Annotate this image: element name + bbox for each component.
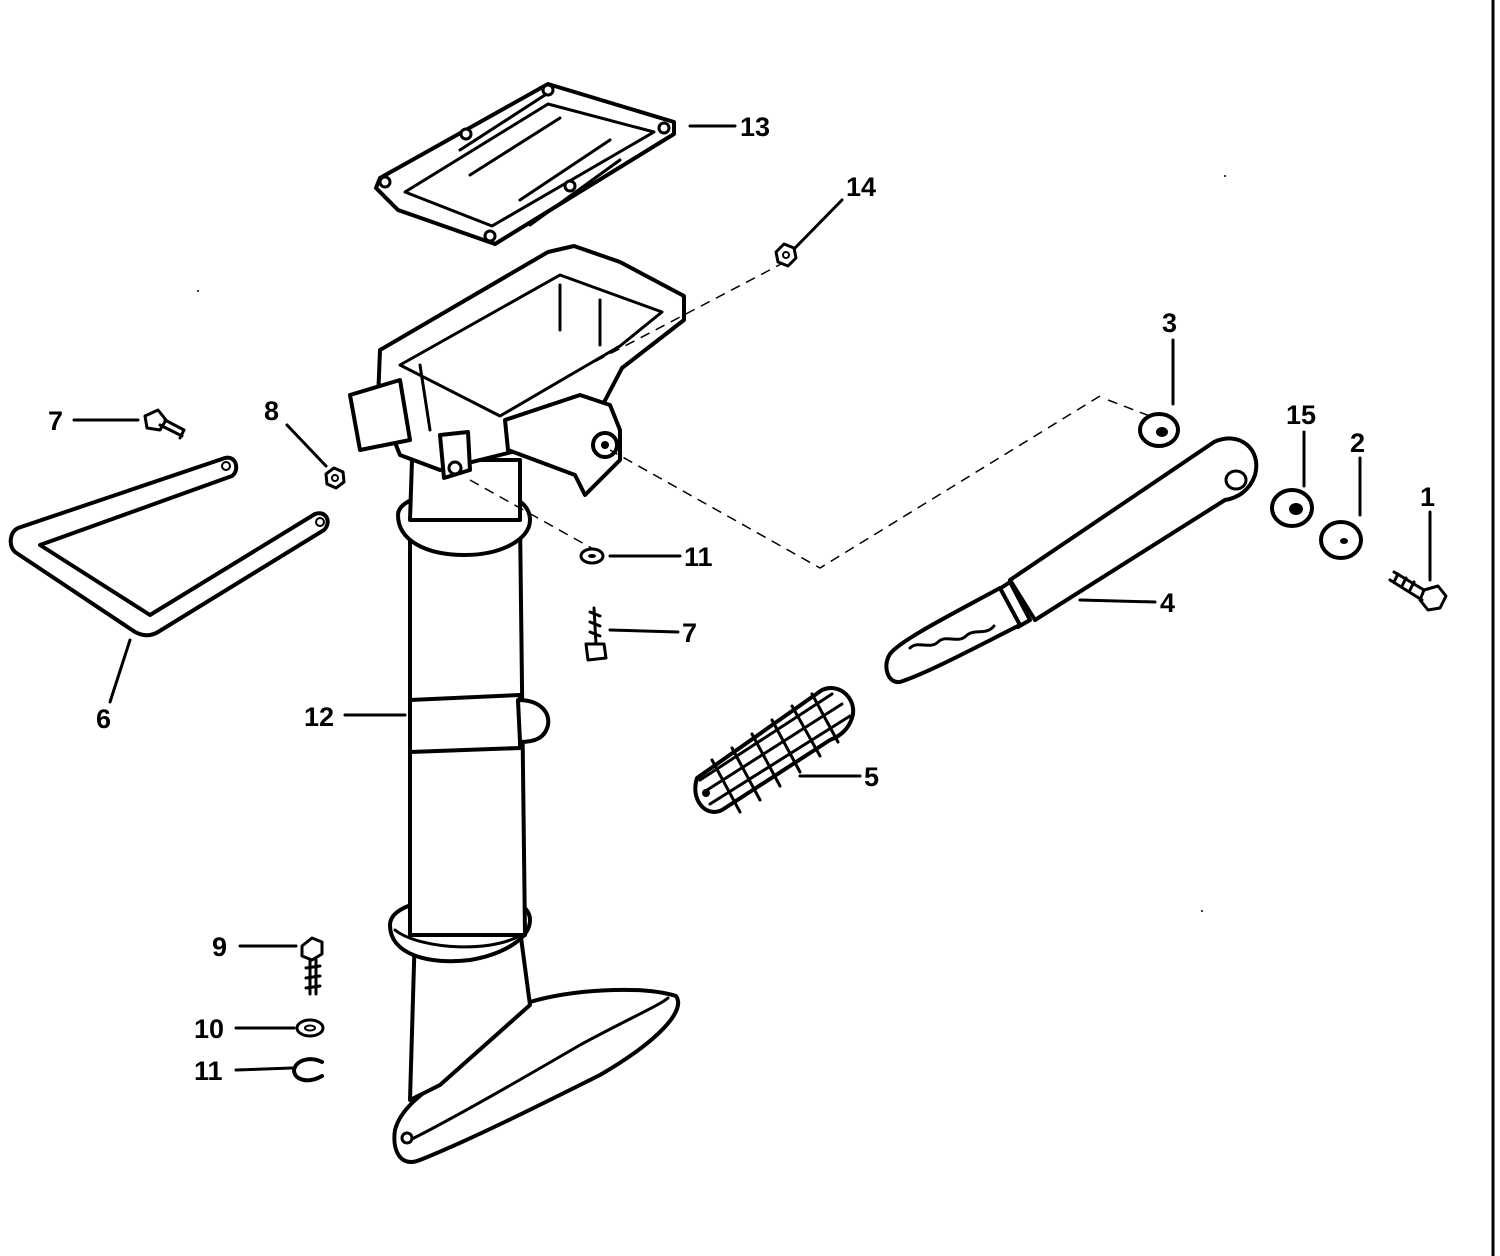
callout-6: 6: [96, 704, 111, 734]
part-7-bolt-lower: [584, 606, 608, 662]
part-10-washer: [295, 1018, 325, 1038]
part-13-gasket: [374, 82, 676, 246]
part-4-tiller-arm: [884, 436, 1259, 685]
part-7-screw-upper: [143, 408, 186, 440]
part-5-grip: [693, 686, 856, 814]
part-2-washer: [1319, 520, 1363, 560]
callout-11-upper: 11: [684, 542, 713, 572]
callout-labels: 13 14 3 15 2 1 4 7 8 11 7 6 12 5 9 10 11: [48, 112, 1435, 1086]
callout-1: 1: [1420, 482, 1435, 512]
callout-14: 14: [846, 172, 876, 202]
part-11-washer-lower: [292, 1057, 324, 1083]
callout-7-lower: 7: [682, 618, 697, 648]
part-15-washer: [1270, 488, 1314, 528]
part-3-washer: [1138, 412, 1180, 448]
callout-13: 13: [740, 112, 770, 142]
part-1-bolt: [1388, 570, 1448, 612]
callout-2: 2: [1350, 428, 1365, 458]
callout-7-upper: 7: [48, 406, 63, 436]
callout-8: 8: [264, 396, 279, 426]
part-8-nut: [324, 466, 346, 490]
part-6-bracket: [8, 455, 330, 638]
part-14-nut: [774, 242, 798, 268]
callout-10: 10: [194, 1014, 224, 1044]
callout-9: 9: [212, 932, 227, 962]
callout-15: 15: [1286, 400, 1316, 430]
part-9-bolt: [300, 936, 324, 996]
scan-specks: [197, 175, 1226, 912]
callout-5: 5: [864, 762, 879, 792]
part-11-washer-upper: [579, 547, 605, 565]
part-12-housing: [348, 244, 686, 1164]
assembly-guide-lines: [469, 261, 1156, 569]
callout-11-lower: 11: [194, 1056, 223, 1086]
callout-leaders: [72, 124, 1432, 1072]
callout-3: 3: [1162, 308, 1177, 338]
callout-12: 12: [304, 702, 334, 732]
callout-4: 4: [1160, 588, 1175, 618]
